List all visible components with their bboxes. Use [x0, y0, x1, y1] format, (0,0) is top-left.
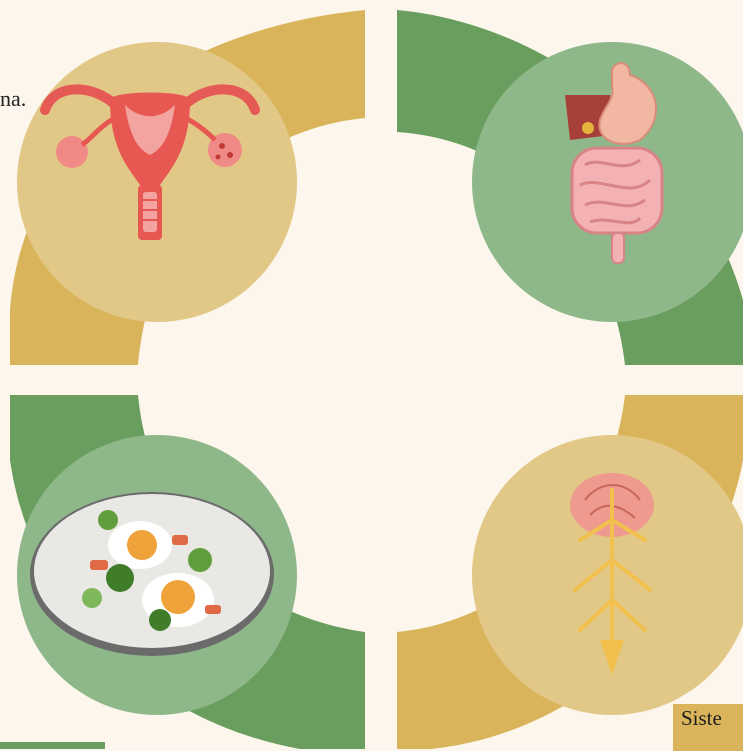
egg-salad-plate-icon: [30, 492, 274, 656]
bottom-right-label: Siste: [673, 704, 743, 751]
top-left-text-fragment: na.: [0, 86, 26, 112]
bottom-left-strip: [0, 742, 105, 749]
